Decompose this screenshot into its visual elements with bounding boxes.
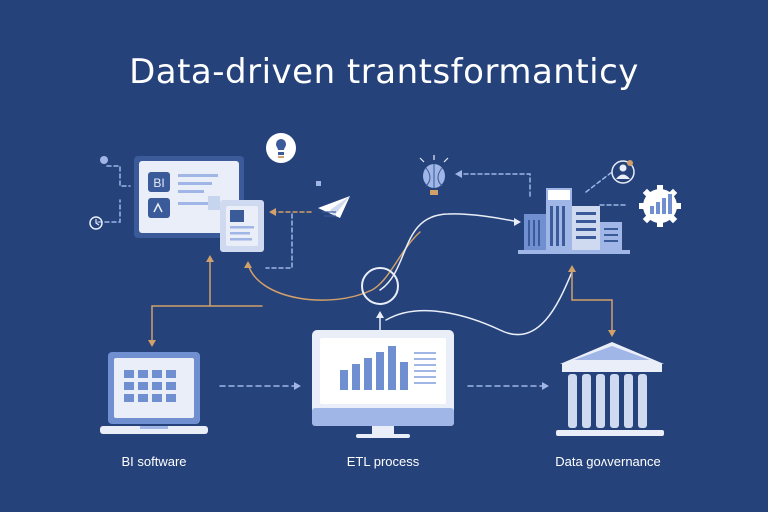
hot-air-balloon-icon [419,155,449,195]
connector-curve-white [379,213,519,291]
connectors [97,165,629,387]
arrowhead-monitor [376,311,384,318]
arrowheads [148,170,616,390]
label-data-governance: Data goʌvernance [555,454,661,469]
laptop-icon [100,352,208,434]
connector-dashed-1 [106,165,131,187]
connector-city-bank [571,267,613,333]
square-dot-icon [316,181,321,186]
arrowhead-doc [244,261,252,268]
lightbulb-icon [266,133,296,163]
arrowhead-city-white [514,218,521,226]
dashboard-card: BI [134,156,244,238]
label-bi-software: BI software [121,454,187,469]
arrowhead-city [568,265,576,272]
connector-curve-orange [247,231,421,301]
connector-curve-monitor-city [385,271,573,336]
label-etl-process: ETL process [346,454,420,469]
arrowhead-laptop [148,340,156,347]
city-buildings-icon [518,188,630,254]
dashboard-badge: BI [153,176,164,190]
connector-doc-down [265,213,293,269]
document-card [220,200,264,252]
arrowhead-dashboard [206,255,214,262]
arrowhead-balloon [455,170,462,178]
monitor-icon [312,330,454,438]
dot-icon [100,156,108,164]
connector-city-person [585,171,613,193]
arrowhead-bank [608,330,616,337]
connector-dashboard-laptop [151,257,211,343]
connector-dashed-2 [97,199,121,223]
clock-icon [89,216,103,230]
arrowhead-2 [542,382,549,390]
bank-icon [556,342,664,436]
gear-icon [639,185,681,227]
person-badge-icon [611,160,635,184]
paper-plane-icon [318,196,350,218]
arrowhead-1 [294,382,301,390]
connector-city-balloon [457,173,531,197]
ring-node [361,267,399,305]
page-title: Data-driven trantsformanticy [129,52,639,92]
arrowhead-doc-left [269,208,276,216]
